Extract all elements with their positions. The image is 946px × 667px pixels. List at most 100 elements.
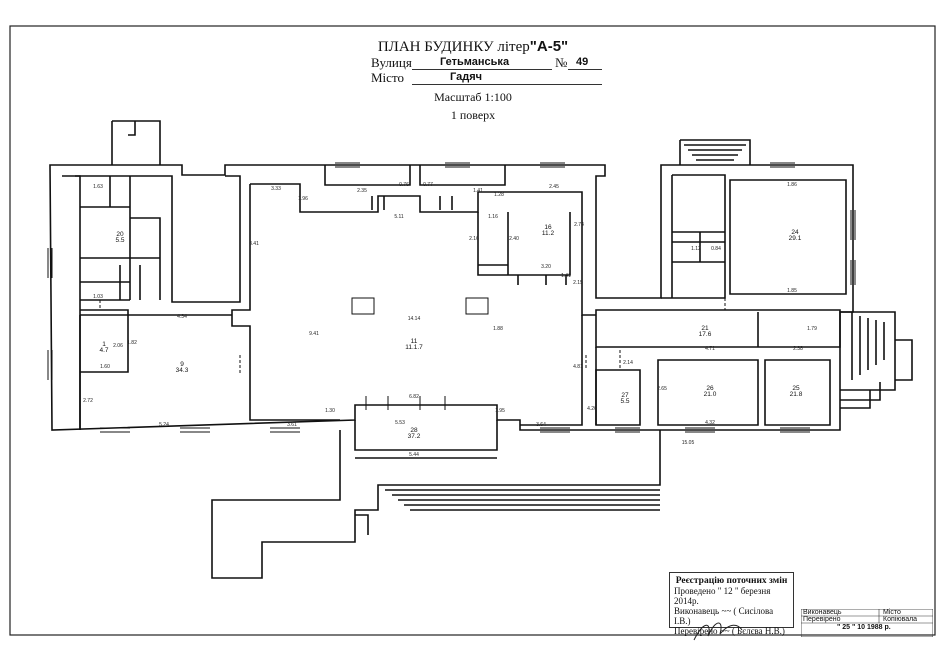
dim: 1.60: [100, 364, 110, 370]
dim: 6.82: [409, 394, 419, 400]
city-underline: [412, 84, 602, 85]
page-frame: [9, 25, 936, 636]
sign-executed: Виконавець: [803, 609, 842, 616]
number-value: 49: [576, 56, 589, 68]
room-27-no: 27: [621, 392, 629, 399]
dim: 1.95: [495, 408, 505, 414]
columns: [351, 297, 489, 315]
dim: 1.82: [127, 340, 137, 346]
dim: 4.34: [177, 314, 187, 320]
sign-checked: Перевірено: [803, 616, 841, 623]
room-21-area: 17.6: [699, 331, 712, 338]
dim: 1.30: [325, 408, 335, 414]
city-label: Місто: [371, 70, 404, 85]
number-underline: [568, 69, 602, 70]
sign-copy: Копіювала: [883, 616, 918, 623]
dim: 2.06: [113, 343, 123, 349]
stamp-executor-line: Виконавець ~~ ( Сисілова І.В.): [674, 606, 774, 626]
walls: [49, 120, 913, 579]
dim: 1.63: [93, 184, 103, 190]
dim: 1.03: [93, 294, 103, 300]
door-openings: [99, 298, 726, 375]
dim: 14.14: [408, 316, 421, 322]
street-underline: [412, 69, 552, 70]
room-24-no: 24: [791, 229, 799, 236]
plan-title-text: ПЛАН БУДИНКУ літер: [377, 39, 530, 55]
room-11-area: 11.1.7: [405, 344, 423, 351]
dim: 3.41: [249, 241, 259, 247]
room-1-area: 4.7: [99, 347, 108, 354]
dim: 2.15: [573, 280, 583, 286]
city-value: Гадяч: [450, 71, 482, 83]
dim: 1.96: [298, 196, 308, 202]
sign-table-grid: [801, 609, 933, 637]
room-26-area: 21.0: [704, 391, 717, 398]
stamp-executor-label: Виконавець: [674, 606, 720, 616]
dim: 15.05: [682, 440, 695, 446]
room-28-no: 28: [410, 427, 418, 434]
dim: 2.38: [793, 346, 803, 352]
dim: 2.72: [83, 398, 93, 404]
stamp-checker-line: Перевірено ~~ ( Бєлєва Н.В.): [674, 626, 785, 636]
dim: 5.44: [409, 452, 419, 458]
dim: 4.81: [573, 364, 583, 370]
room-20-area: 5.5: [115, 237, 124, 244]
dim: 0.84: [711, 246, 721, 252]
dim: 4.26: [587, 406, 597, 412]
room-24-area: 29.1: [789, 235, 802, 242]
dim: 4.32: [705, 420, 715, 426]
street-value: Гетьманська: [440, 56, 510, 68]
room-25-no: 25: [792, 385, 800, 392]
dim: 1.86: [787, 182, 797, 188]
stamp-checker-name: ( Бєлєва Н.В.): [731, 626, 785, 636]
sign-date: " 25 " 10 1988 р.: [837, 624, 891, 631]
dim: 5.11: [394, 214, 404, 220]
dimension-labels: 2.35 1.96 0.76 1.41 0.77 5.11 1.28 2.45 …: [83, 182, 817, 458]
dim: 2.45: [549, 184, 559, 190]
room-1-no: 1: [102, 341, 106, 348]
dim: 5.24: [159, 422, 169, 428]
scale-label: Масштаб 1:100: [434, 90, 512, 104]
dim: 1.12: [691, 246, 701, 252]
dim: 2.16: [469, 236, 479, 242]
room-20-no: 20: [116, 231, 124, 238]
dim: 1.88: [493, 326, 503, 332]
dim: 1.85: [787, 288, 797, 294]
dim: 1.16: [488, 214, 498, 220]
street-label: Вулиця: [371, 55, 412, 70]
plan-title: ПЛАН БУДИНКУ літер"А-5": [0, 38, 946, 56]
dim: 4.71: [705, 346, 715, 352]
number-label: №: [555, 55, 568, 70]
dim: 1.41: [473, 188, 483, 194]
room-27-area: 5.5: [620, 398, 629, 405]
dim: 5.53: [395, 420, 405, 426]
stamp-title: Реєстрацію поточних змін: [675, 576, 788, 586]
dim: 3.61: [287, 422, 297, 428]
dim: 0.76: [399, 182, 409, 188]
dim: 9.41: [309, 331, 319, 337]
room-9-no: 9: [180, 361, 184, 368]
stamp-date-line: Проведено " 12 " березня 2014р.: [674, 586, 771, 606]
dim: 2.14: [623, 360, 633, 366]
building-letter: "А-5": [529, 38, 569, 55]
room-21-no: 21: [701, 325, 709, 332]
room-11-no: 11: [411, 338, 418, 345]
dim: 2.35: [357, 188, 367, 194]
dim: 3.33: [271, 186, 281, 192]
dim: 2.65: [657, 386, 667, 392]
dim: 3.20: [541, 264, 551, 270]
stamp-checker-label: Перевірено: [674, 626, 718, 636]
dim: 2.74: [574, 222, 584, 228]
room-26-no: 26: [706, 385, 714, 392]
windows: [47, 162, 856, 433]
room-28-area: 37.2: [408, 433, 421, 440]
room-16-no: 16: [544, 224, 552, 231]
floor-label: 1 поверх: [450, 108, 496, 122]
dim: 3.64: [536, 422, 546, 428]
dim: 1.41: [561, 273, 571, 279]
dim: 2.40: [509, 236, 519, 242]
sign-table: Виконавець Перевірено Місто Копіювала " …: [801, 609, 933, 637]
dim: 1.28: [494, 192, 504, 198]
